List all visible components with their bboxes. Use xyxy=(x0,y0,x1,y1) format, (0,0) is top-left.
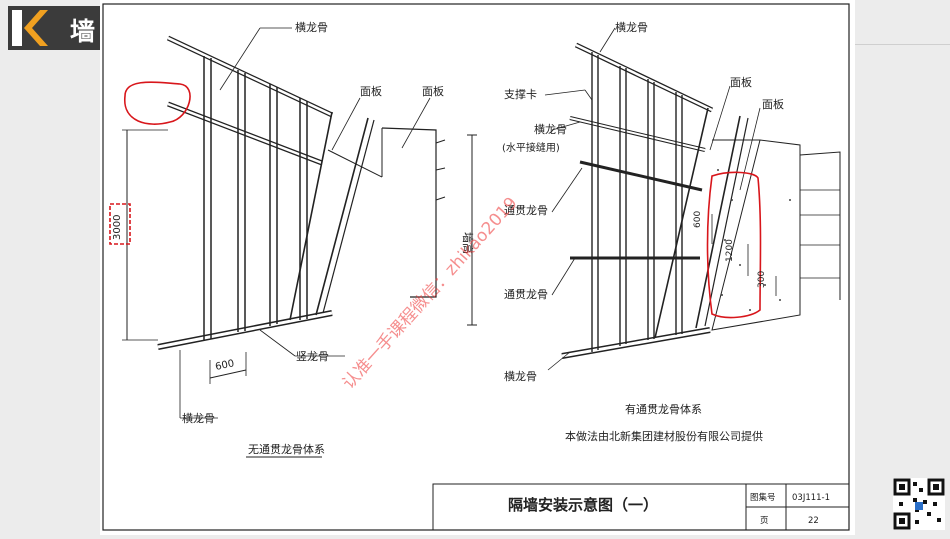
label-right-brace: 支撑卡 xyxy=(504,87,537,101)
drawing-svg: 横龙骨 面板 面板 竖龙骨 横龙骨 3000 600 墙高 无通贯龙骨体系 xyxy=(102,3,850,531)
label-right-through-channel-1: 通贯龙骨 xyxy=(504,204,548,217)
drawing-sheet: 横龙骨 面板 面板 竖龙骨 横龙骨 3000 600 墙高 无通贯龙骨体系 xyxy=(100,0,855,535)
title-block-atlas-label: 图集号 xyxy=(750,492,776,503)
label-right-panel-1: 面板 xyxy=(730,75,752,89)
label-left-bottom-runner: 横龙骨 xyxy=(182,411,215,425)
label-left-panel-2: 面板 xyxy=(422,84,444,98)
logo-title: 墙 xyxy=(70,17,96,46)
right-frame-structure xyxy=(544,27,841,371)
label-right-panel-2: 面板 xyxy=(762,97,784,111)
panel-dots xyxy=(717,169,791,311)
title-block-page-value: 22 xyxy=(808,516,819,526)
logo xyxy=(8,6,100,50)
label-left-top-runner: 横龙骨 xyxy=(295,20,328,34)
label-right-horizontal-runner: 横龙骨 xyxy=(534,122,567,136)
dim-600: 600 xyxy=(693,211,703,228)
title-block xyxy=(432,483,850,531)
dim-1200: 1200 xyxy=(725,239,735,262)
label-left-panel: 面板 xyxy=(360,84,382,98)
dim-height-3000: 3000 xyxy=(112,215,123,240)
caption-right: 有通贯龙骨体系 xyxy=(625,402,702,416)
label-left-stud: 竖龙骨 xyxy=(296,350,329,363)
caption-left: 无通贯龙骨体系 xyxy=(248,442,325,456)
label-wall-height: 墙高 xyxy=(461,232,475,254)
left-frame-structure xyxy=(122,27,477,419)
label-right-horizontal-runner-note: (水平接缝用) xyxy=(502,141,560,154)
label-right-bottom-runner: 横龙骨 xyxy=(504,369,537,383)
dim-spacing-600: 600 xyxy=(214,358,235,373)
label-right-top-runner: 横龙骨 xyxy=(615,20,648,34)
logo-mark-icon xyxy=(12,10,48,46)
red-circle-annotation xyxy=(124,81,191,125)
title-block-atlas-value: 03J111-1 xyxy=(792,493,830,503)
watermark-text: 认准一手课程微信：zhikao2019 xyxy=(339,193,522,393)
dim-300: 300 xyxy=(757,271,767,288)
title-block-title: 隔墙安装示意图（一） xyxy=(508,496,658,514)
title-block-page-label: 页 xyxy=(760,516,769,526)
red-outline-annotation xyxy=(706,171,762,319)
credit-text: 本做法由北新集团建材股份有限公司提供 xyxy=(565,429,763,443)
label-right-through-channel-2: 通贯龙骨 xyxy=(504,288,548,301)
header-rule xyxy=(845,44,950,45)
red-box-annotation xyxy=(109,203,131,245)
qr-code-icon xyxy=(893,478,945,530)
